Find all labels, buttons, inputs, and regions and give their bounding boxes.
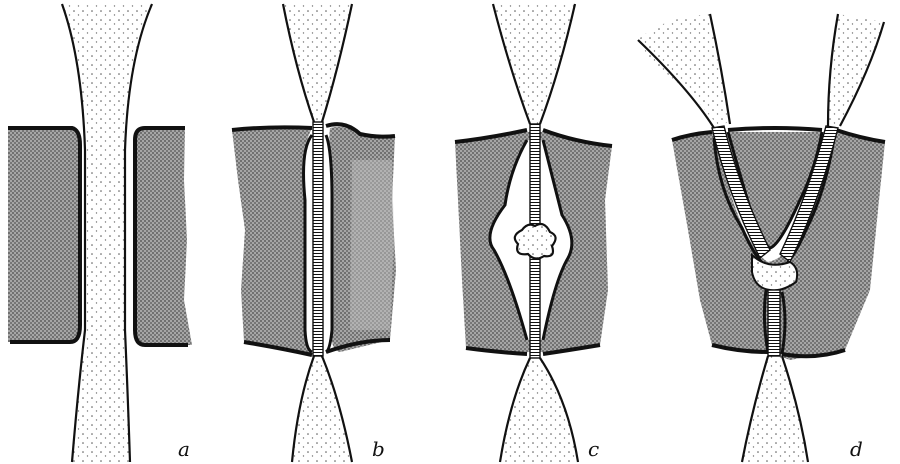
panel-b-bottom-stream (292, 356, 352, 462)
panel-a-right-tissue (135, 128, 192, 345)
panel-b-top-stream (283, 4, 352, 122)
panel-c-hatched-duct-upper (530, 124, 540, 228)
panel-d-label: d (850, 437, 863, 461)
panel-c-top-stream (493, 4, 575, 124)
panel-b (232, 4, 396, 462)
panel-d-hatched-duct-lower (768, 290, 780, 356)
panel-d-top-right-stream (828, 14, 884, 126)
panel-a-label: a (178, 437, 190, 461)
panel-c (455, 4, 612, 462)
panel-b-left-tissue (232, 128, 312, 355)
panel-b-left-cleft (304, 135, 312, 352)
panel-c-label: c (588, 437, 599, 461)
panel-d-top-border-mid (728, 128, 822, 130)
panel-d-top-left-stream (638, 14, 730, 128)
panel-a (8, 4, 192, 462)
panel-b-right-tissue-light (350, 160, 394, 330)
panel-b-hatched-duct (313, 122, 323, 356)
panel-a-left-tissue (8, 128, 80, 342)
panel-d (638, 14, 885, 462)
panel-b-label: b (372, 437, 385, 461)
panel-c-hatched-duct-lower (530, 256, 540, 358)
panel-b-right-cleft (326, 135, 332, 352)
